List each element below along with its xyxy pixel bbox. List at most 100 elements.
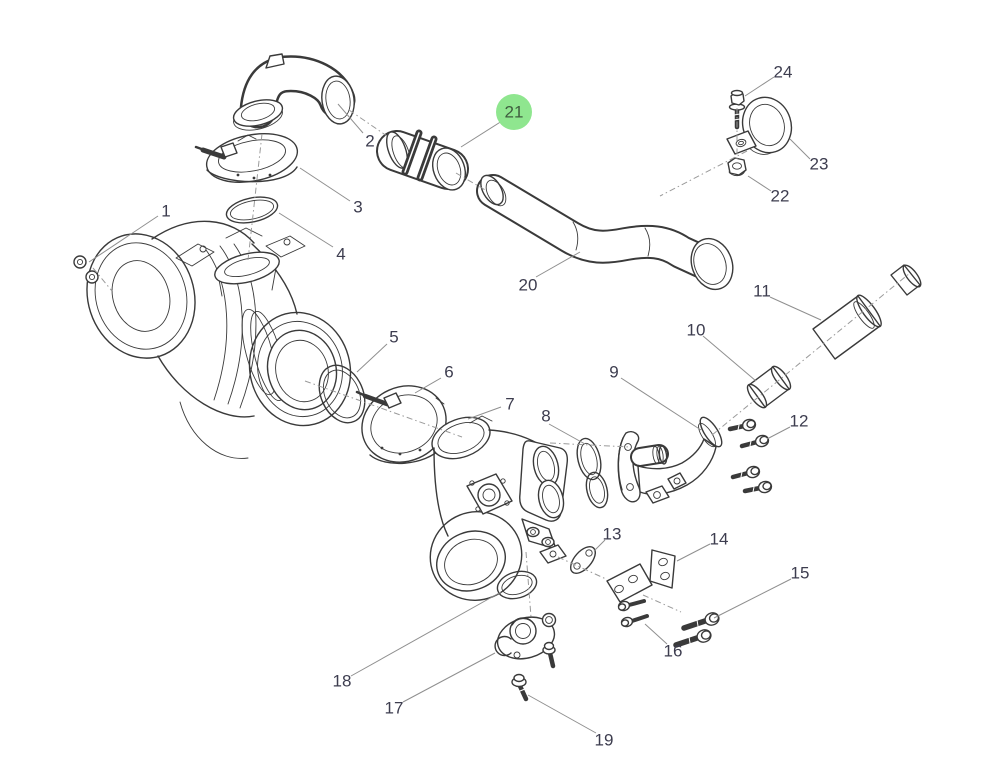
callout-label-22: 22 <box>771 187 790 206</box>
callout-label-5: 5 <box>389 328 398 347</box>
callout-label-3: 3 <box>353 198 362 217</box>
leader-line-15 <box>713 578 792 619</box>
part-9-outlet-casting <box>617 416 723 504</box>
callout-20[interactable]: 20 <box>519 276 538 295</box>
callout-label-9: 9 <box>609 363 618 382</box>
part-17-sensor-housing <box>494 612 557 669</box>
callout-23[interactable]: 23 <box>810 155 829 174</box>
callout-label-21: 21 <box>505 103 524 122</box>
callout-label-4: 4 <box>336 245 345 264</box>
callout-2[interactable]: 2 <box>365 132 374 151</box>
axis-line <box>525 551 532 618</box>
part-2-intake-elbow <box>232 53 356 131</box>
callout-22[interactable]: 22 <box>771 187 790 206</box>
callout-3[interactable]: 3 <box>353 198 362 217</box>
callout-label-2: 2 <box>365 132 374 151</box>
leader-line-1 <box>88 215 159 263</box>
leader-line-24 <box>744 76 775 97</box>
leader-line-14 <box>676 543 711 562</box>
stud <box>617 599 646 612</box>
callout-10[interactable]: 10 <box>687 321 706 340</box>
leader-line-9 <box>620 377 702 431</box>
part-15-bolts <box>673 612 720 648</box>
leader-line-18 <box>350 591 502 677</box>
callout-4[interactable]: 4 <box>336 245 345 264</box>
bolt <box>742 480 773 494</box>
callout-13[interactable]: 13 <box>603 525 622 544</box>
leader-line-19 <box>527 694 597 734</box>
part-23-p-clamp <box>726 96 793 155</box>
leader-line-3 <box>299 167 351 202</box>
callout-8[interactable]: 8 <box>541 407 550 426</box>
leader-line-6 <box>414 377 442 394</box>
callout-label-6: 6 <box>444 363 453 382</box>
callout-label-20: 20 <box>519 276 538 295</box>
part-20-charge-pipe <box>476 174 734 291</box>
callout-9[interactable]: 9 <box>609 363 618 382</box>
callout-19[interactable]: 19 <box>595 731 614 750</box>
leader-line-20 <box>535 251 581 278</box>
callout-label-18: 18 <box>333 672 352 691</box>
axis-lines-layer <box>92 108 911 618</box>
part-11-connecting-tube <box>812 264 922 360</box>
leader-line-7 <box>467 406 502 420</box>
leader-line-4 <box>278 212 334 248</box>
callout-7[interactable]: 7 <box>505 395 514 414</box>
bolt <box>673 629 712 648</box>
callout-label-15: 15 <box>791 564 810 583</box>
callout-label-7: 7 <box>505 395 514 414</box>
callout-label-8: 8 <box>541 407 550 426</box>
bolt <box>730 465 761 480</box>
part-16-studs <box>617 599 649 628</box>
callout-12[interactable]: 12 <box>790 412 809 431</box>
axis-line <box>557 556 607 580</box>
leader-line-2 <box>337 103 364 134</box>
part-1-studs <box>73 255 99 284</box>
callout-label-13: 13 <box>603 525 622 544</box>
bolt <box>727 418 757 432</box>
part-1-turbocharger <box>73 220 352 459</box>
callout-6[interactable]: 6 <box>444 363 453 382</box>
callout-label-19: 19 <box>595 731 614 750</box>
leader-line-8 <box>548 423 586 445</box>
callout-24[interactable]: 24 <box>774 63 793 82</box>
callout-1[interactable]: 1 <box>161 202 170 221</box>
part-18-o-ring <box>496 570 538 600</box>
callout-18[interactable]: 18 <box>333 672 352 691</box>
axis-line <box>711 272 911 436</box>
part-7-elbow-casting <box>429 415 569 601</box>
callout-label-24: 24 <box>774 63 793 82</box>
leader-line-12 <box>766 426 791 440</box>
callout-21[interactable]: 21 <box>496 94 532 130</box>
axis-line <box>247 133 263 261</box>
callout-5[interactable]: 5 <box>389 328 398 347</box>
leader-line-16 <box>644 623 668 645</box>
part-19-screw <box>511 673 529 702</box>
callout-14[interactable]: 14 <box>710 530 729 549</box>
part-12-bolts <box>727 418 773 494</box>
part-10-hose-sleeve <box>746 365 792 409</box>
callout-label-11: 11 <box>753 282 771 301</box>
callout-label-17: 17 <box>385 699 404 718</box>
leader-line-11 <box>769 296 822 321</box>
stud <box>620 614 649 628</box>
axis-line <box>348 109 388 137</box>
part-8-gaskets <box>576 437 609 509</box>
part-5-o-ring <box>318 364 366 424</box>
callout-17[interactable]: 17 <box>385 699 404 718</box>
callout-label-16: 16 <box>664 642 683 661</box>
callout-16[interactable]: 16 <box>664 642 683 661</box>
callout-label-1: 1 <box>161 202 170 221</box>
callout-11[interactable]: 11 <box>753 282 771 301</box>
part-6-vband-clamp <box>355 385 447 465</box>
leader-line-10 <box>702 335 757 382</box>
part-3-vband-clamp <box>194 133 299 183</box>
bolt <box>542 641 556 669</box>
leader-lines-layer <box>88 76 822 734</box>
axis-line <box>304 380 463 438</box>
callout-15[interactable]: 15 <box>791 564 810 583</box>
axis-line <box>642 594 682 613</box>
leader-line-17 <box>402 652 496 703</box>
